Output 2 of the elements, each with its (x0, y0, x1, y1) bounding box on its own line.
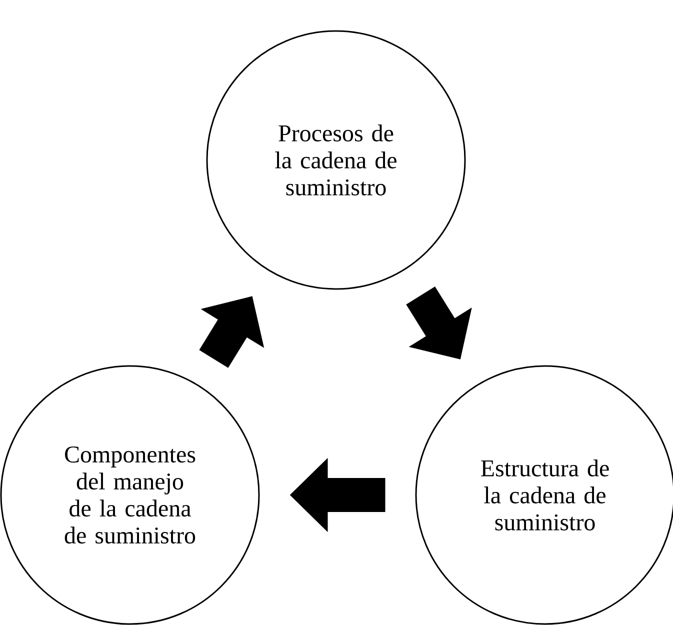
circle-node: Componentes del manejo de la cadena de suministro (0, 365, 260, 625)
circle-node: Procesos de la cadena de suministro (206, 30, 466, 290)
